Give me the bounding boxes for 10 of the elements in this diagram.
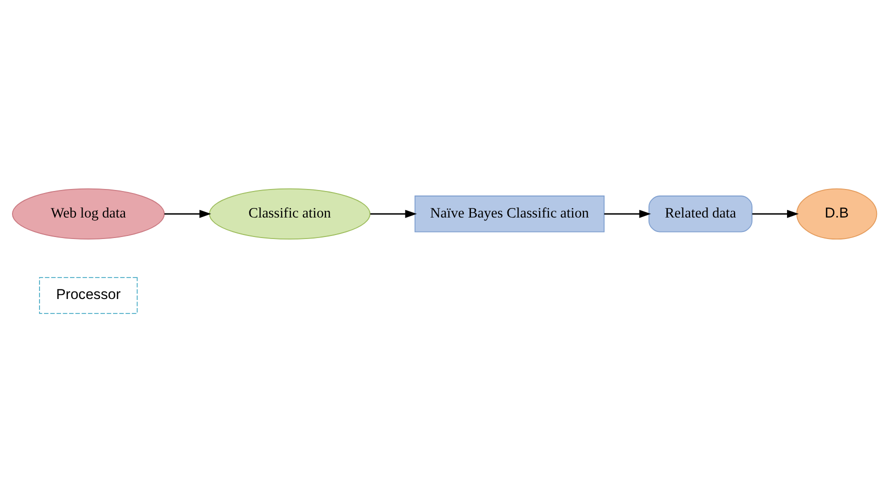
node-box: Naïve Bayes Classific ation	[414, 196, 605, 232]
node-box: Processor	[39, 277, 138, 314]
node-ellipse: D.B	[796, 188, 878, 240]
node-ellipse: Web log data	[12, 188, 165, 240]
arrow	[752, 210, 799, 218]
node-box: Related data	[648, 196, 752, 232]
arrow	[604, 210, 651, 218]
node-ellipse: Classific ation	[208, 188, 370, 240]
arrow	[164, 210, 212, 218]
arrow	[370, 210, 417, 218]
